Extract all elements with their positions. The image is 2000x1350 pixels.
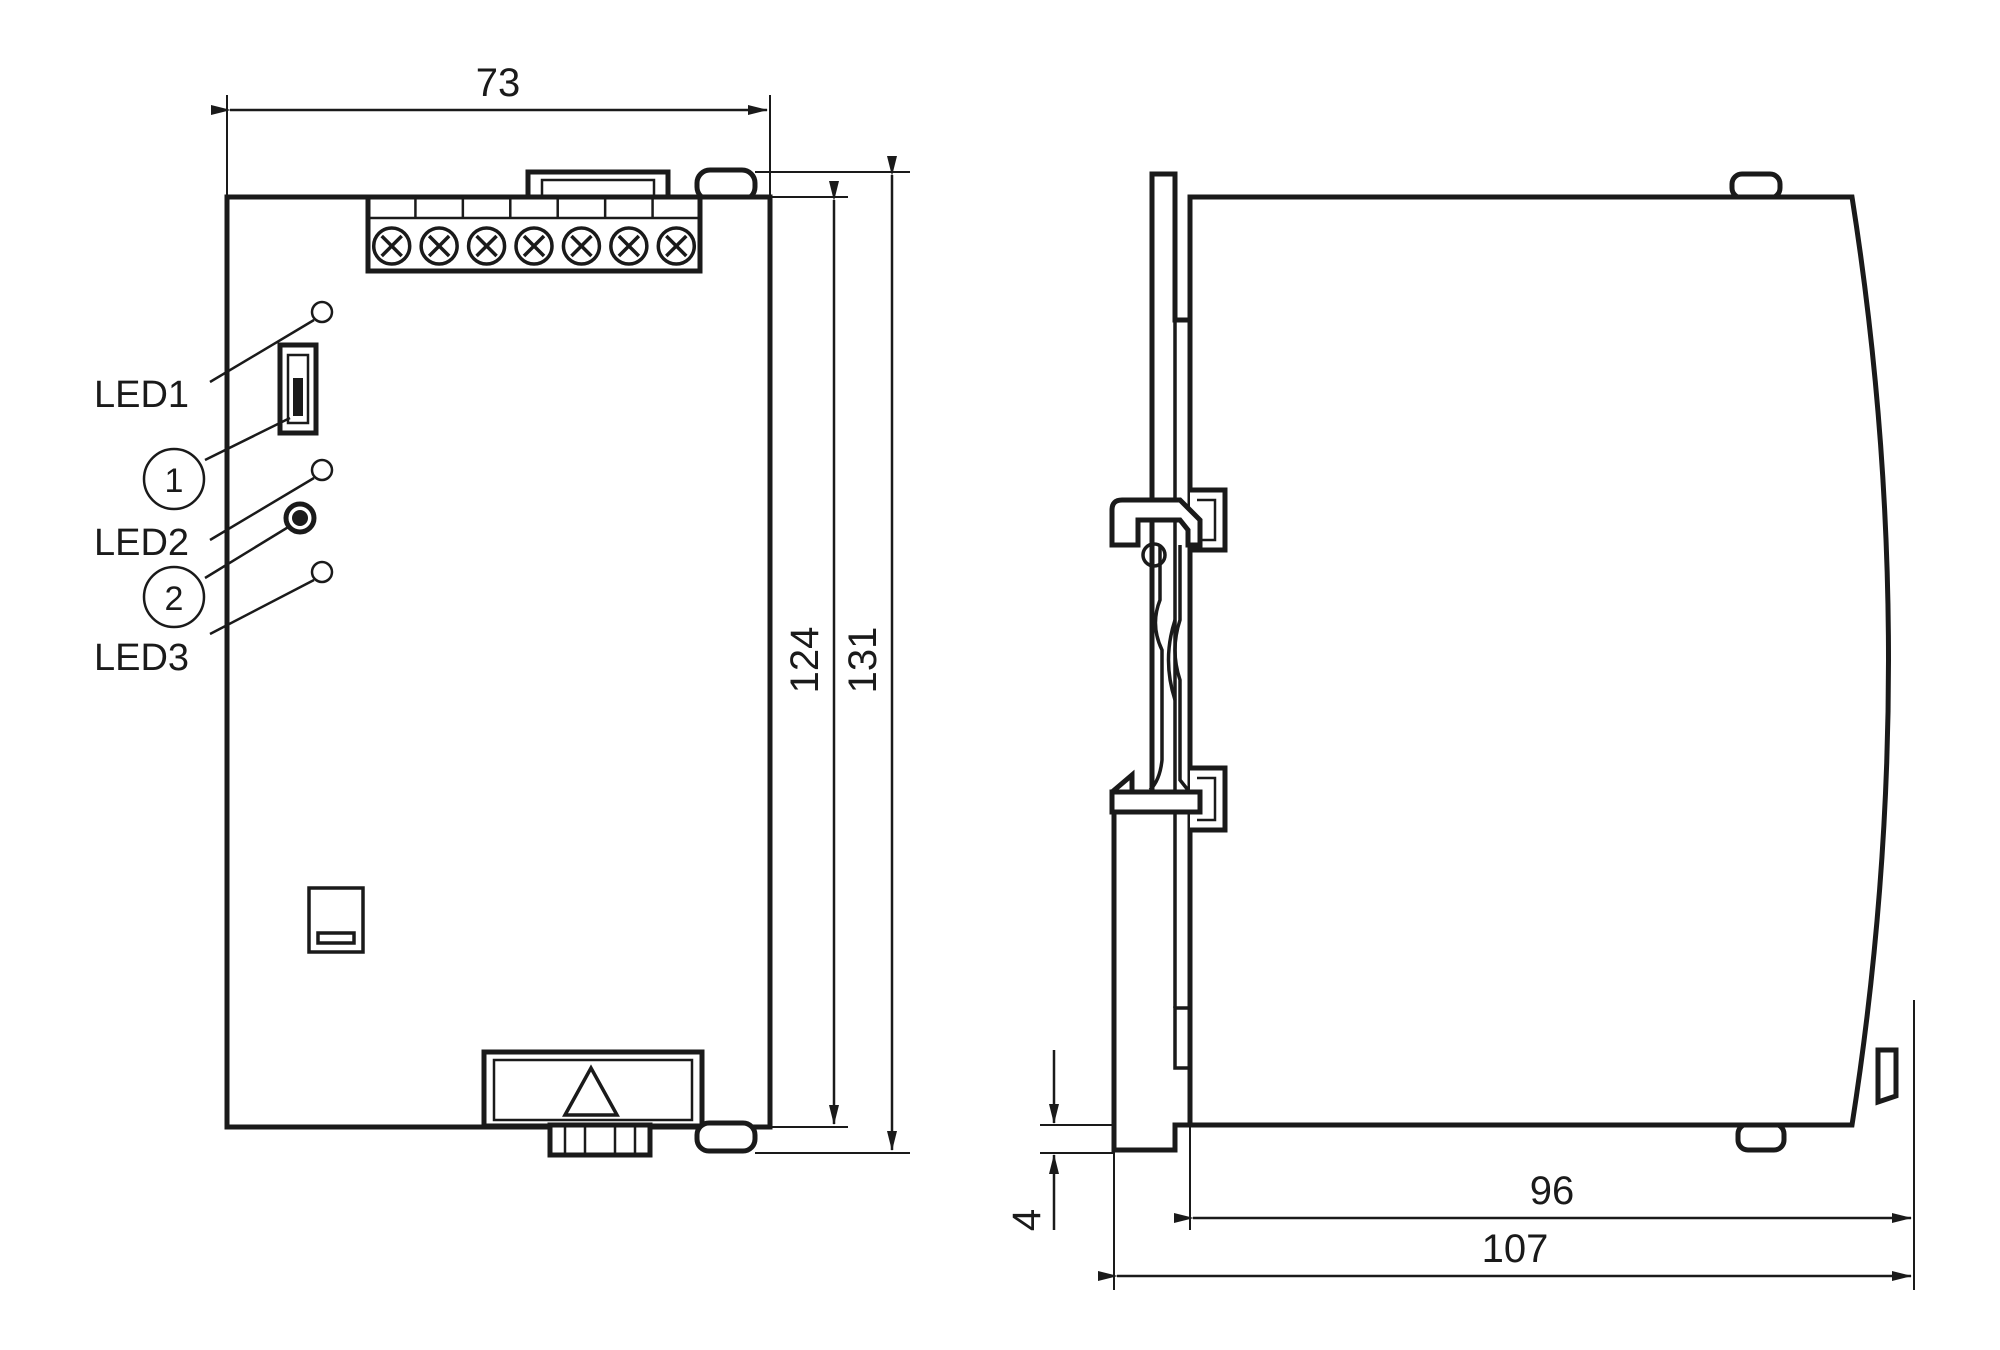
terminal-screw[interactable] — [461, 197, 507, 266]
front-plate — [1111, 171, 1193, 1153]
bottom-clip — [547, 1122, 653, 1158]
front-housing — [224, 194, 773, 1130]
callout-1-circle — [142, 447, 206, 511]
callout-1-number: 1 — [165, 462, 184, 500]
terminal-screw[interactable] — [651, 197, 697, 266]
side-bottom-lug — [1735, 1121, 1787, 1153]
led2-label: LED2 — [94, 522, 189, 564]
callout-2-number: 2 — [165, 580, 184, 618]
svg-text:107: 107 — [1482, 1227, 1549, 1271]
dimension-width: 73 — [211, 61, 768, 115]
svg-text:131: 131 — [841, 627, 885, 694]
side-view: 4 96 107 — [1005, 171, 1915, 1290]
front-view: LED1 1 LED2 2 LED3 73 124 131 — [94, 61, 910, 1158]
release-slot[interactable] — [481, 1049, 705, 1129]
bottom-mounting-lug — [694, 1120, 758, 1154]
svg-text:124: 124 — [783, 627, 827, 694]
selector-switch[interactable] — [277, 342, 319, 436]
top-connector-tab — [525, 169, 671, 201]
svg-text:96: 96 — [1530, 1169, 1575, 1213]
terminal-screw[interactable] — [509, 197, 554, 266]
side-top-lug — [1729, 171, 1783, 201]
led3-indicator — [310, 560, 334, 584]
led2-indicator — [310, 458, 334, 482]
dimension-total-depth: 107 — [1098, 1227, 1912, 1281]
dimension-total-height: 131 — [841, 156, 897, 1151]
terminal-screw[interactable] — [371, 226, 412, 266]
potentiometer[interactable] — [283, 501, 317, 535]
dimension-rail-offset: 4 — [1005, 1050, 1059, 1231]
led1-indicator — [310, 300, 334, 324]
dimension-body-depth: 96 — [1174, 1169, 1912, 1223]
led1-label: LED1 — [94, 374, 189, 416]
svg-text:4: 4 — [1005, 1209, 1049, 1231]
svg-text:73: 73 — [476, 61, 521, 105]
dimension-body-height: 124 — [783, 181, 839, 1125]
terminal-screw[interactable] — [414, 197, 459, 266]
callout-2-circle — [142, 565, 206, 629]
service-socket — [307, 886, 365, 954]
side-latch — [1875, 1047, 1899, 1106]
terminal-screw[interactable] — [556, 197, 602, 266]
din-rail-clip — [1109, 487, 1228, 833]
terminal-block — [365, 194, 703, 274]
led3-label: LED3 — [94, 637, 189, 679]
side-housing — [1187, 194, 1891, 1128]
terminal-screw[interactable] — [603, 197, 649, 266]
